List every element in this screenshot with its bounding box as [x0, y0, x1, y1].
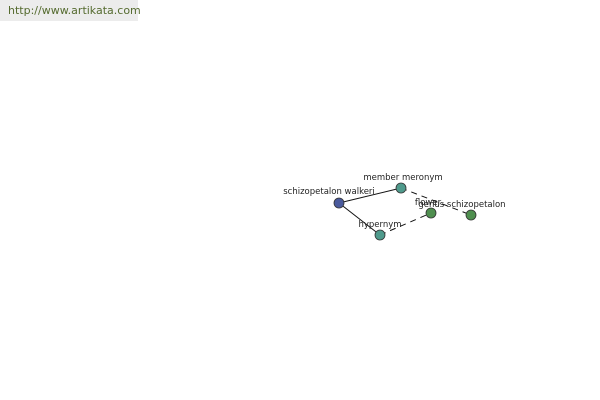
url-banner: http://www.artikata.com	[0, 0, 141, 21]
edges-layer	[338, 187, 472, 236]
graph-node-genus-schizopetalon[interactable]	[465, 209, 477, 221]
graph-edge-n1-n4	[400, 187, 472, 216]
node-label-hypernym: hypernym	[358, 220, 401, 230]
node-label-genus-schizopetalon: genus schizopetalon	[418, 200, 505, 210]
graph-node-hypernym[interactable]	[374, 229, 386, 241]
labels-layer: schizopetalon walkeri member meronym hyper…	[283, 173, 505, 230]
graph-node-schizopetalon-walkeri[interactable]	[333, 197, 345, 209]
graph-edge-n0-n1	[338, 187, 402, 204]
node-label-flower: flower	[415, 198, 442, 208]
site-url-link[interactable]: http://www.artikata.com	[8, 4, 141, 17]
graph-edge-n0-n2	[338, 202, 381, 236]
graph-node-member-meronym[interactable]	[395, 182, 407, 194]
graph-edge-n2-n3	[379, 212, 432, 236]
graph-node-flower[interactable]	[425, 207, 437, 219]
node-label-member-meronym: member meronym	[363, 173, 442, 183]
nodes-layer	[333, 182, 477, 241]
node-label-schizopetalon-walkeri: schizopetalon walkeri	[283, 187, 375, 197]
